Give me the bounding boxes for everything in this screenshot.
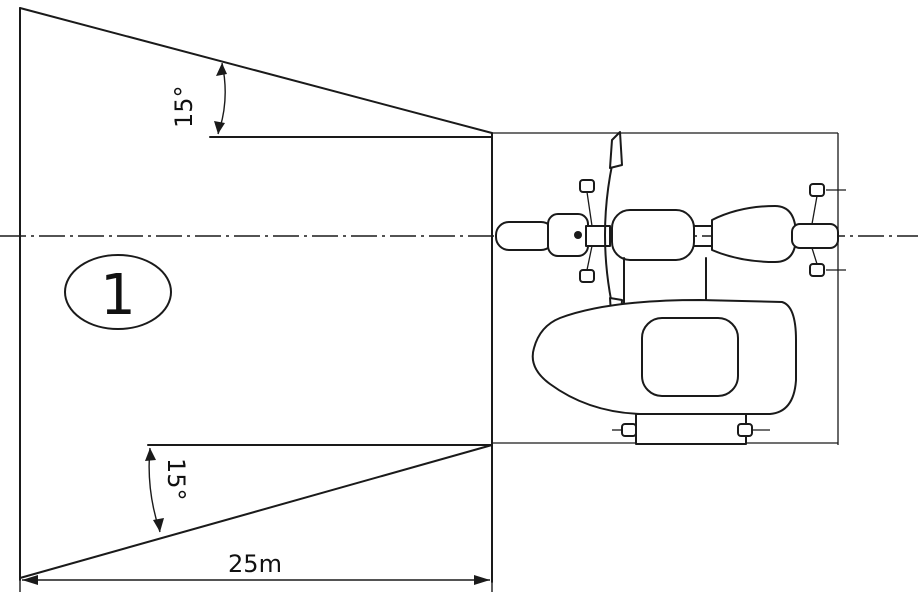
- sidecar-seat: [641, 317, 739, 397]
- beam-upper-limit-line: [19, 7, 493, 134]
- upper-angle-indicator: [214, 62, 227, 135]
- handlebar-grip-top: [609, 131, 623, 169]
- beam-lower-limit-line: [19, 444, 493, 579]
- steering-head: [585, 225, 611, 247]
- lower-angle-indicator: [145, 447, 164, 533]
- distance-label: 25m: [228, 550, 282, 578]
- rear-indicators: [809, 183, 846, 277]
- lower-angle-label: 15°: [162, 458, 190, 501]
- sidecar-wheel: [635, 413, 747, 445]
- front-wheel: [495, 221, 555, 251]
- front-indicators: [579, 179, 595, 283]
- distance-dimension: [19, 572, 493, 592]
- seat: [711, 205, 797, 263]
- fuel-tank: [611, 209, 695, 261]
- motorcycle-with-sidecar: [495, 131, 846, 445]
- headlamp-icon: [574, 231, 582, 239]
- position-marker-number: 1: [100, 263, 136, 328]
- sidecar-lamps: [612, 423, 770, 437]
- upper-angle-label: 15°: [170, 85, 198, 128]
- rear-wheel: [791, 223, 839, 249]
- position-marker-circle: [64, 254, 172, 330]
